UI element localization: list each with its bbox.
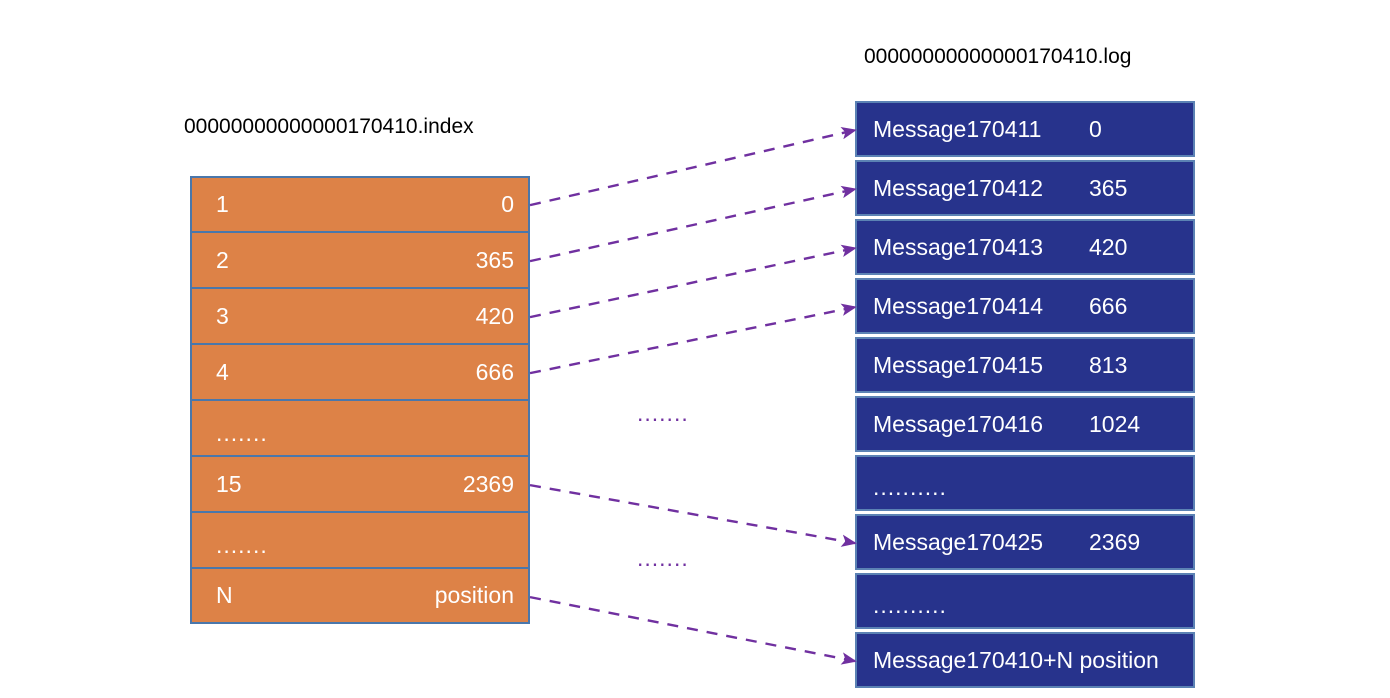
index-to-log-arrow bbox=[529, 185, 857, 263]
row-key: Message170411 bbox=[873, 115, 1042, 142]
index-to-log-arrow bbox=[529, 483, 857, 547]
row-value: position bbox=[434, 582, 514, 608]
row-value: 0 bbox=[501, 191, 514, 217]
row-value: 365 bbox=[475, 246, 514, 273]
log-table-row: Message170411 0 bbox=[855, 101, 1195, 157]
row-value: 666 bbox=[1089, 292, 1128, 319]
index-to-log-arrow bbox=[529, 303, 857, 375]
index-table-row: ....... bbox=[190, 512, 530, 568]
middle-ellipsis-upper: ....... bbox=[637, 400, 689, 426]
index-to-log-arrow bbox=[529, 244, 857, 319]
row-key: N bbox=[216, 582, 233, 608]
row-ellipsis: ....... bbox=[216, 532, 268, 558]
row-ellipsis: .......... bbox=[873, 474, 947, 500]
index-table-row: ....... bbox=[190, 400, 530, 456]
row-key: 15 bbox=[216, 470, 242, 497]
log-table-row: .......... bbox=[855, 573, 1195, 629]
log-table-row: Message170412 365 bbox=[855, 160, 1195, 216]
row-key: 1 bbox=[216, 191, 229, 217]
index-to-log-arrow bbox=[529, 127, 857, 207]
row-key: 4 bbox=[216, 358, 229, 385]
row-value: 420 bbox=[475, 302, 514, 329]
row-value: 0 bbox=[1089, 115, 1102, 142]
log-table-row: Message170425 2369 bbox=[855, 514, 1195, 570]
row-value: 2369 bbox=[462, 470, 514, 497]
row-value: 420 bbox=[1089, 233, 1128, 260]
log-table-row: Message170413 420 bbox=[855, 219, 1195, 275]
log-table-row: Message170415 813 bbox=[855, 337, 1195, 393]
row-key: Message170412 bbox=[873, 174, 1044, 201]
index-table-row: 3 420 bbox=[190, 288, 530, 344]
row-key: Message170425 bbox=[873, 528, 1044, 555]
row-label: Message170410+N position bbox=[873, 646, 1159, 673]
index-file-title: 00000000000000170410.index bbox=[184, 115, 474, 138]
log-table-row: Message170416 1024 bbox=[855, 396, 1195, 452]
row-key: Message170414 bbox=[873, 292, 1044, 319]
row-key: 2 bbox=[216, 246, 229, 273]
row-value: 666 bbox=[475, 358, 514, 385]
index-to-log-arrow bbox=[529, 595, 857, 665]
index-table-row: 15 2369 bbox=[190, 456, 530, 512]
log-table-row: Message170414 666 bbox=[855, 278, 1195, 334]
index-table-row: 4 666 bbox=[190, 344, 530, 400]
log-table-row: .......... bbox=[855, 455, 1195, 511]
index-table-row: 2 365 bbox=[190, 232, 530, 288]
row-value: 365 bbox=[1089, 174, 1128, 201]
row-key: Message170416 bbox=[873, 410, 1044, 437]
row-value: 813 bbox=[1089, 351, 1128, 378]
row-key: Message170415 bbox=[873, 351, 1044, 378]
row-value: 2369 bbox=[1089, 528, 1141, 555]
row-key: 3 bbox=[216, 302, 229, 329]
log-file-title: 00000000000000170410.log bbox=[864, 45, 1132, 68]
row-ellipsis: .......... bbox=[873, 592, 947, 618]
middle-ellipsis-lower: ....... bbox=[637, 545, 689, 571]
log-table-row: Message170410+N position bbox=[855, 632, 1195, 688]
row-value: 1024 bbox=[1089, 410, 1141, 437]
row-key: Message170413 bbox=[873, 233, 1044, 260]
row-ellipsis: ....... bbox=[216, 420, 268, 446]
